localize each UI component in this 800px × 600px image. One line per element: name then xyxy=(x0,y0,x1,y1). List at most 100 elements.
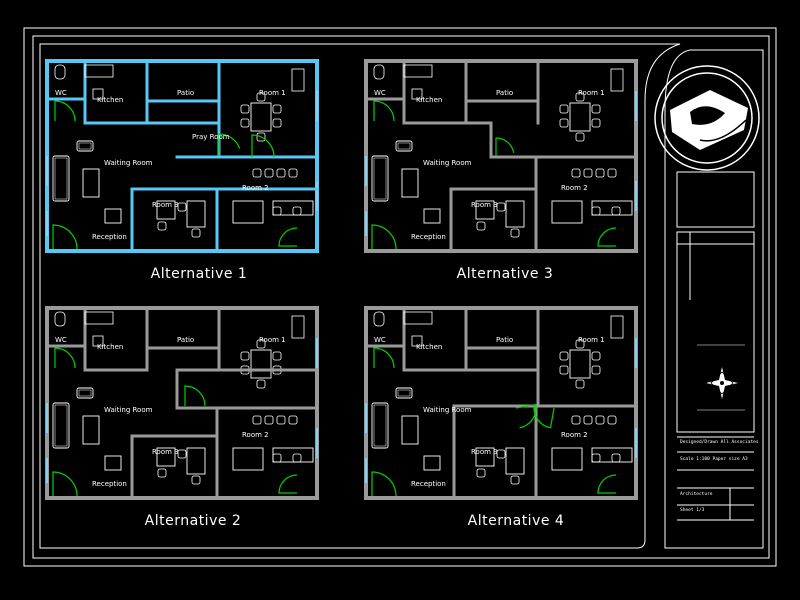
room-label: Waiting Room xyxy=(423,159,472,167)
room-label: WC xyxy=(55,89,67,97)
room-label: WC xyxy=(374,89,386,97)
room-label: Kitchen xyxy=(97,343,124,351)
drawing-area-frame xyxy=(39,43,681,549)
tb-designer: Designed/Drawn All Associates xyxy=(680,440,759,445)
table-icon xyxy=(82,168,100,198)
tb-architect: Architecture xyxy=(680,492,713,497)
sofa-icon xyxy=(76,140,94,152)
table-icon xyxy=(232,200,264,224)
chair-icon xyxy=(256,132,266,142)
table-icon xyxy=(401,415,419,445)
sofa-cushion xyxy=(54,404,68,447)
sofa-cushion xyxy=(397,389,411,397)
plan-title-alt-1: Alternative 1 xyxy=(150,266,248,282)
tb-box-1 xyxy=(676,171,755,228)
door-swing-icon xyxy=(54,347,76,369)
chair-icon xyxy=(276,415,286,425)
tb-sheet-number: Sheet 1/3 xyxy=(680,508,705,513)
room-label: Room 2 xyxy=(242,184,269,192)
room-label: WC xyxy=(374,336,386,344)
chair-icon xyxy=(276,168,286,178)
door-swing-icon xyxy=(54,100,76,122)
chair-icon xyxy=(559,365,569,375)
sofa-cushion xyxy=(373,404,387,447)
toilet-icon xyxy=(373,64,385,80)
door-swing-icon xyxy=(278,227,298,247)
chair-icon xyxy=(575,132,585,142)
chair-icon xyxy=(252,168,262,178)
chair-icon xyxy=(559,351,569,361)
door-swing-icon xyxy=(251,134,275,158)
chair-icon xyxy=(510,228,520,238)
sofa-icon xyxy=(52,402,70,449)
chair-icon xyxy=(272,351,282,361)
door-swing-icon xyxy=(373,347,395,369)
kitchen-counter xyxy=(84,64,114,78)
room-label: Waiting Room xyxy=(104,159,153,167)
chair-icon xyxy=(191,475,201,485)
chair-icon xyxy=(591,351,601,361)
chair-icon xyxy=(571,168,581,178)
cabinet-icon xyxy=(610,68,624,92)
chair-icon xyxy=(177,202,187,212)
table-icon xyxy=(423,208,441,224)
room-label: Reception xyxy=(411,233,446,241)
plan-title-alt-4: Alternative 4 xyxy=(467,513,565,529)
chair-icon xyxy=(157,221,167,231)
sofa-icon xyxy=(395,387,413,399)
table-icon xyxy=(551,447,583,471)
room-label: Room 1 xyxy=(259,89,286,97)
chair-icon xyxy=(591,118,601,128)
room-label: Kitchen xyxy=(416,343,443,351)
chair-icon xyxy=(157,468,167,478)
floor-plan-3 xyxy=(45,306,319,500)
room-label: Room 3 xyxy=(471,201,498,209)
door-swing-icon xyxy=(218,133,241,156)
chair-icon xyxy=(256,92,266,102)
door-swing-icon xyxy=(52,224,78,250)
tb-scale: Scale 1:100 Paper size A3 xyxy=(680,457,748,462)
room-label: Reception xyxy=(92,480,127,488)
room-label: Reception xyxy=(92,233,127,241)
chair-icon xyxy=(591,365,601,375)
chair-icon xyxy=(611,453,621,463)
table-icon xyxy=(272,200,314,216)
room-label: Room 1 xyxy=(578,336,605,344)
inner-border xyxy=(32,35,770,559)
toilet-icon xyxy=(54,311,66,327)
room-label: Reception xyxy=(411,480,446,488)
door-swing-icon xyxy=(52,471,78,497)
kitchen-counter xyxy=(84,311,114,325)
chair-icon xyxy=(252,415,262,425)
stove-icon xyxy=(92,335,104,347)
door-swing-icon xyxy=(184,385,206,407)
chair-icon xyxy=(595,168,605,178)
chair-icon xyxy=(496,202,506,212)
logo-ring-outer xyxy=(654,65,760,171)
room-label: Patio xyxy=(496,89,514,97)
floor-plan-4 xyxy=(364,306,638,500)
sofa-cushion xyxy=(78,142,92,150)
table-icon xyxy=(186,200,206,228)
kitchen-counter xyxy=(403,64,433,78)
room-label: Patio xyxy=(177,336,195,344)
room-label: Room 2 xyxy=(242,431,269,439)
door-swing-icon xyxy=(373,100,395,122)
chair-icon xyxy=(611,206,621,216)
outer-border xyxy=(23,27,777,567)
north-arrow-icon xyxy=(706,367,738,399)
cabinet-icon xyxy=(610,315,624,339)
cabinet-icon xyxy=(291,68,305,92)
floor-plan-1 xyxy=(45,59,319,253)
company-logo xyxy=(670,90,748,150)
table-icon xyxy=(156,200,176,220)
chair-icon xyxy=(288,415,298,425)
room-label: Patio xyxy=(177,89,195,97)
table-icon xyxy=(250,102,272,132)
room-label: Room 3 xyxy=(152,448,179,456)
door-swing-icon xyxy=(371,471,397,497)
room-label: Patio xyxy=(496,336,514,344)
chair-icon xyxy=(575,379,585,389)
chair-icon xyxy=(191,228,201,238)
